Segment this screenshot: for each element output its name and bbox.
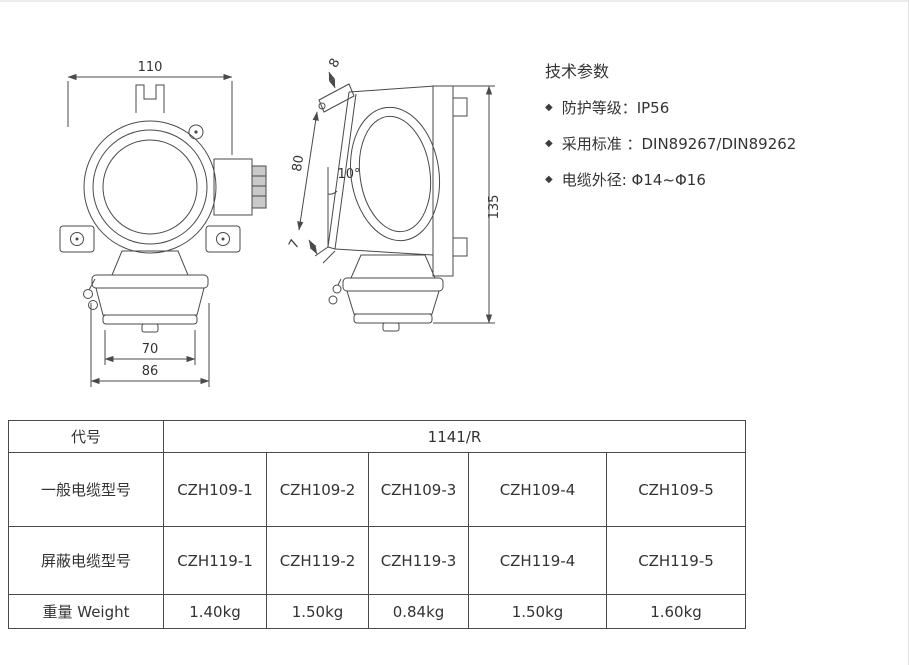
row-label-cell: 重量 Weight — [8, 594, 164, 629]
hinge-detail — [314, 246, 336, 264]
dim-width-110: 110 — [67, 60, 233, 155]
top-bracket — [135, 84, 165, 113]
diamond-bullet-icon: ◆ — [545, 101, 553, 113]
table-row-weight: 重量 Weight 1.40kg 1.50kg 0.84kg 1.50kg 1.… — [8, 594, 746, 629]
table-cell: 0.84kg — [368, 594, 469, 629]
dim-gap-7: 7 — [286, 237, 318, 255]
spec-item-text: 采用标准 ：DIN89267/DIN89262 — [561, 135, 797, 153]
code-value-cell: 1141/R — [163, 420, 746, 453]
dim-cap-8: 8 — [326, 56, 344, 89]
table-cell: CZH119-3 — [368, 526, 469, 595]
housing-front — [83, 120, 217, 254]
table-cell: CZH109-2 — [266, 452, 369, 527]
table-cell: 1.50kg — [266, 594, 369, 629]
dim-base-70: 70 — [104, 330, 196, 365]
diamond-bullet-icon: ◆ — [545, 137, 553, 149]
dim-label-70: 70 — [142, 342, 159, 357]
row-label-cell: 屏蔽电缆型号 — [8, 526, 164, 595]
dim-face-80: 80 — [290, 111, 319, 231]
lens-side-profile — [349, 106, 441, 242]
table-cell: CZH119-1 — [163, 526, 267, 595]
angle-10deg: 10° — [327, 167, 361, 247]
dim-label-135: 135 — [487, 195, 502, 220]
table-cell: CZH109-1 — [163, 452, 267, 527]
dim-label-80: 80 — [290, 154, 307, 173]
dim-label-8: 8 — [326, 56, 343, 71]
diamond-bullet-icon: ◆ — [545, 173, 553, 185]
dim-base-86: 86 — [90, 303, 210, 387]
table-cell: CZH119-2 — [266, 526, 369, 595]
code-label-cell: 代号 — [8, 420, 164, 453]
table-row-general-models: 一般电缆型号 CZH109-1 CZH109-2 CZH109-3 CZH109… — [8, 452, 746, 527]
tech-params: 技术参数 ◆ 防护等级：IP56 ◆ 采用标准 ：DIN89267/DIN892… — [545, 58, 905, 205]
table-cell: CZH119-5 — [606, 526, 746, 595]
table-cell: CZH109-3 — [368, 452, 469, 527]
table-cell: 1.40kg — [163, 594, 267, 629]
spec-item: ◆ 防护等级：IP56 — [545, 97, 905, 118]
row-label-cell: 一般电缆型号 — [8, 452, 164, 527]
dim-label-86: 86 — [142, 364, 159, 379]
base-assembly-side — [328, 254, 444, 332]
table-cell: 1.60kg — [606, 594, 746, 629]
spec-item-text: 防护等级：IP56 — [561, 99, 670, 117]
hinged-cap — [318, 83, 355, 113]
spec-item: ◆ 电缆外径: Φ14~Φ16 — [545, 169, 905, 190]
side-view-drawing: 8 80 10° — [286, 56, 502, 332]
dim-label-110: 110 — [138, 60, 163, 75]
spec-item: ◆ 采用标准 ：DIN89267/DIN89262 — [545, 133, 905, 154]
table-cell: CZH119-4 — [468, 526, 607, 595]
dim-label-7: 7 — [286, 237, 303, 251]
spec-item-text: 电缆外径: Φ14~Φ16 — [561, 171, 706, 189]
mounting-ears — [59, 225, 241, 253]
tech-params-title: 技术参数 — [545, 62, 610, 81]
table-row-shielded-models: 屏蔽电缆型号 CZH119-1 CZH119-2 CZH119-3 CZH119… — [8, 526, 746, 595]
table-cell: CZH109-5 — [606, 452, 746, 527]
junction-box — [213, 158, 267, 216]
table-cell: CZH109-4 — [468, 452, 607, 527]
model-table: 代号 1141/R 一般电缆型号 CZH109-1 CZH109-2 CZH10… — [8, 420, 746, 629]
table-cell: 1.50kg — [468, 594, 607, 629]
front-view-drawing: 110 — [59, 60, 267, 387]
cover-screw — [188, 124, 204, 140]
table-row-code: 代号 1141/R — [8, 420, 746, 453]
tilted-face — [327, 85, 436, 250]
base-assembly — [83, 250, 209, 333]
dim-height-135: 135 — [433, 85, 502, 324]
angle-label-10: 10° — [337, 167, 360, 182]
